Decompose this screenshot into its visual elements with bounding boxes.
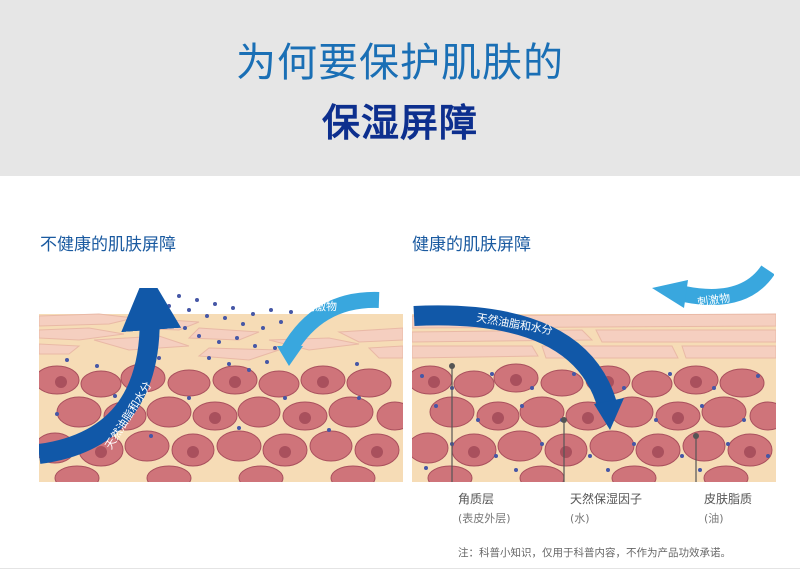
label-nmf: 天然保湿因子 — [570, 492, 643, 506]
label-skin-lipids: 皮肤脂质 — [704, 492, 753, 506]
skin-cells — [412, 363, 776, 482]
cell-nuclei — [55, 374, 383, 458]
left-panel-title: 不健康的肌肤屏障 — [40, 235, 176, 255]
barrier-retention-arrow — [413, 305, 618, 411]
page-title-line2: 保湿屏障 — [321, 101, 478, 145]
cell-nuclei — [428, 374, 756, 458]
footer-divider — [0, 568, 800, 569]
moisture-loss-arrow — [39, 288, 182, 464]
label-skin-lipids-sub: (油) — [704, 512, 724, 525]
footnote: 注：科普小知识，仅用于科普内容，不作为产品功效承诺。 — [458, 547, 731, 559]
label-stratum-corneum: 角质层 — [458, 492, 495, 506]
page-title-line1: 为何要保护肌肤的 — [236, 40, 564, 86]
label-stratum-corneum-sub: (表皮外层) — [458, 512, 511, 525]
irritant-arrow-left — [282, 291, 380, 355]
header-banner — [0, 0, 800, 176]
moisture-factor-dots — [420, 372, 770, 472]
label-leader-lines — [451, 366, 697, 482]
escaping-particles — [55, 294, 361, 438]
unhealthy-skin-diagram: 刺激物 天然油脂和水分 — [39, 288, 403, 482]
label-nmf-sub: (水) — [570, 512, 590, 525]
irritant-label-left: 刺激物 — [304, 299, 337, 313]
irritant-label-right: 刺激物 — [696, 291, 731, 309]
right-panel-title: 健康的肌肤屏障 — [412, 235, 531, 255]
irritant-arrow-right: 刺激物 — [652, 265, 774, 309]
healthy-skin-diagram: 天然油脂和水分 — [412, 305, 776, 482]
